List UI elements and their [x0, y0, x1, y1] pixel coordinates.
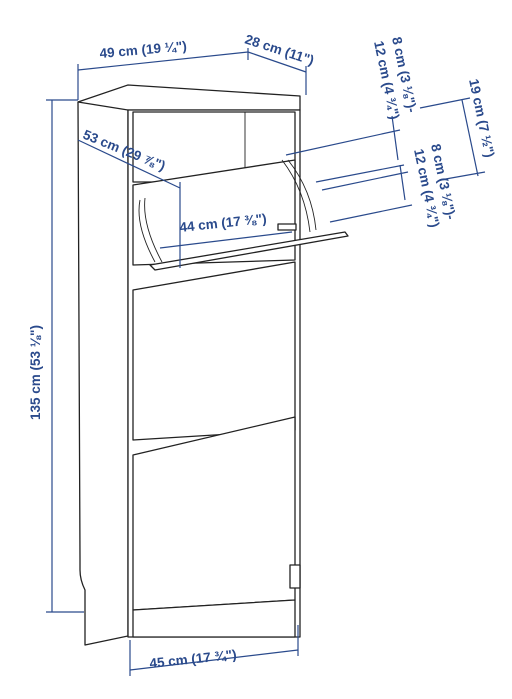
dim-line-bottom-width	[129, 649, 299, 671]
dim-line-clearance-lower	[399, 164, 406, 201]
flap-handle	[277, 223, 297, 231]
plinth-side	[289, 564, 301, 589]
shelf-inner-edge	[133, 111, 246, 170]
flap-hinge-right	[281, 159, 317, 233]
middle-door	[132, 261, 296, 441]
dim-leader-shelf-top	[419, 97, 471, 109]
cabinet-drawing	[77, 84, 349, 646]
dim-leader-clearance-lower-b	[329, 204, 413, 223]
cabinet-side-panel	[77, 96, 129, 646]
dim-line-shelf-height	[461, 99, 479, 177]
dim-leader-clearance-lower-a	[321, 171, 409, 191]
flap-hinge-left	[138, 197, 163, 263]
dim-line-top-depth	[247, 51, 307, 73]
open-flap-compartment	[132, 159, 296, 266]
label-shelf-height: 19 cm (7 ½")	[466, 78, 497, 159]
dim-leader-clearance-upper-a	[285, 129, 401, 156]
cabinet-top-panel	[77, 84, 301, 111]
cabinet-plinth	[132, 599, 296, 638]
dimension-lines	[46, 48, 486, 676]
label-top-width: 49 cm (19 ¼")	[99, 38, 187, 61]
open-flap-door	[149, 231, 349, 271]
dim-line-clearance-upper	[391, 115, 399, 161]
label-height: 135 cm (53 ⅛")	[28, 325, 43, 420]
dim-leader-clearance-upper-b	[315, 164, 405, 183]
label-bottom-width: 45 cm (17 ¾")	[149, 647, 238, 671]
dim-line-open-depth	[77, 139, 181, 189]
dim-line-inner-width	[159, 231, 293, 249]
dim-line-top-width	[77, 51, 249, 71]
